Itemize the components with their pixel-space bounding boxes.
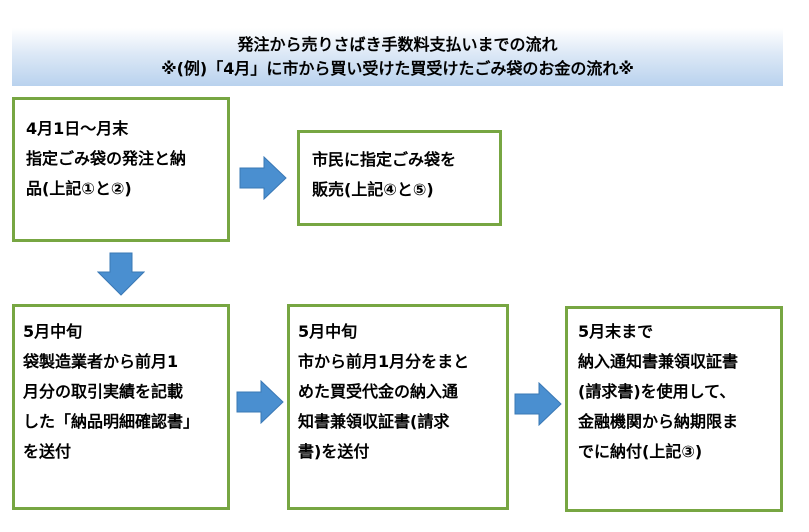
title-line-2: ※(例)「4月」に市から買い受けた買受けたごみ袋のお金の流れ※ xyxy=(161,59,634,78)
box-line: 5月中旬 xyxy=(23,322,83,341)
box-line: した「納品明細確認書」 xyxy=(23,412,200,431)
box-line: 市から前月1月分をまと xyxy=(298,352,470,371)
arrow-right-icon xyxy=(239,156,287,200)
box-line: 月分の取引実績を記載 xyxy=(23,382,184,401)
box-line: 5月末まで xyxy=(578,322,654,341)
box-may-delivery-statement: 5月中旬 袋製造業者から前月1 月分の取引実績を記載 した「納品明細確認書」 を… xyxy=(12,304,230,510)
title-line-1: 発注から売りさばき手数料支払いまでの流れ xyxy=(237,35,558,54)
box-line: 書)を送付 xyxy=(298,442,370,461)
box-line: でに納付(上記③) xyxy=(578,442,703,461)
box-may-payment-notice: 5月中旬 市から前月1月分をまと めた買受代金の納入通 知書兼領収証書(請求 書… xyxy=(287,304,509,510)
box-may-end-payment: 5月末まで 納入通知書兼領収証書 (請求書)を使用して、 金融機関から納期限ま … xyxy=(565,306,783,512)
box-line: (請求書)を使用して、 xyxy=(578,382,736,401)
box-line: めた買受代金の納入通 xyxy=(298,382,459,401)
box-citizen-sale: 市民に指定ごみ袋を 販売(上記④と⑤) xyxy=(297,130,502,226)
box-line: 知書兼領収証書(請求 xyxy=(298,412,450,431)
box-line: 市民に指定ごみ袋を xyxy=(312,150,457,169)
box-line: 指定ごみ袋の発注と納 xyxy=(26,149,187,168)
box-line: 品(上記①と②) xyxy=(26,179,132,198)
arrow-down-icon xyxy=(97,252,145,296)
box-line: を送付 xyxy=(23,442,72,461)
box-line: 販売(上記④と⑤) xyxy=(312,180,434,199)
box-line: 金融機関から納期限ま xyxy=(578,412,739,431)
box-april-order: 4月1日～月末 指定ごみ袋の発注と納 品(上記①と②) xyxy=(12,97,230,242)
diagram-title-banner: 発注から売りさばき手数料支払いまでの流れ ※(例)「4月」に市から買い受けた買受… xyxy=(12,28,783,86)
arrow-right-icon xyxy=(514,382,562,426)
box-line: 5月中旬 xyxy=(298,322,358,341)
arrow-right-icon xyxy=(236,380,284,424)
box-line: 袋製造業者から前月1 xyxy=(23,352,179,371)
box-line: 4月1日～月末 xyxy=(26,119,129,138)
box-line: 納入通知書兼領収証書 xyxy=(578,352,739,371)
